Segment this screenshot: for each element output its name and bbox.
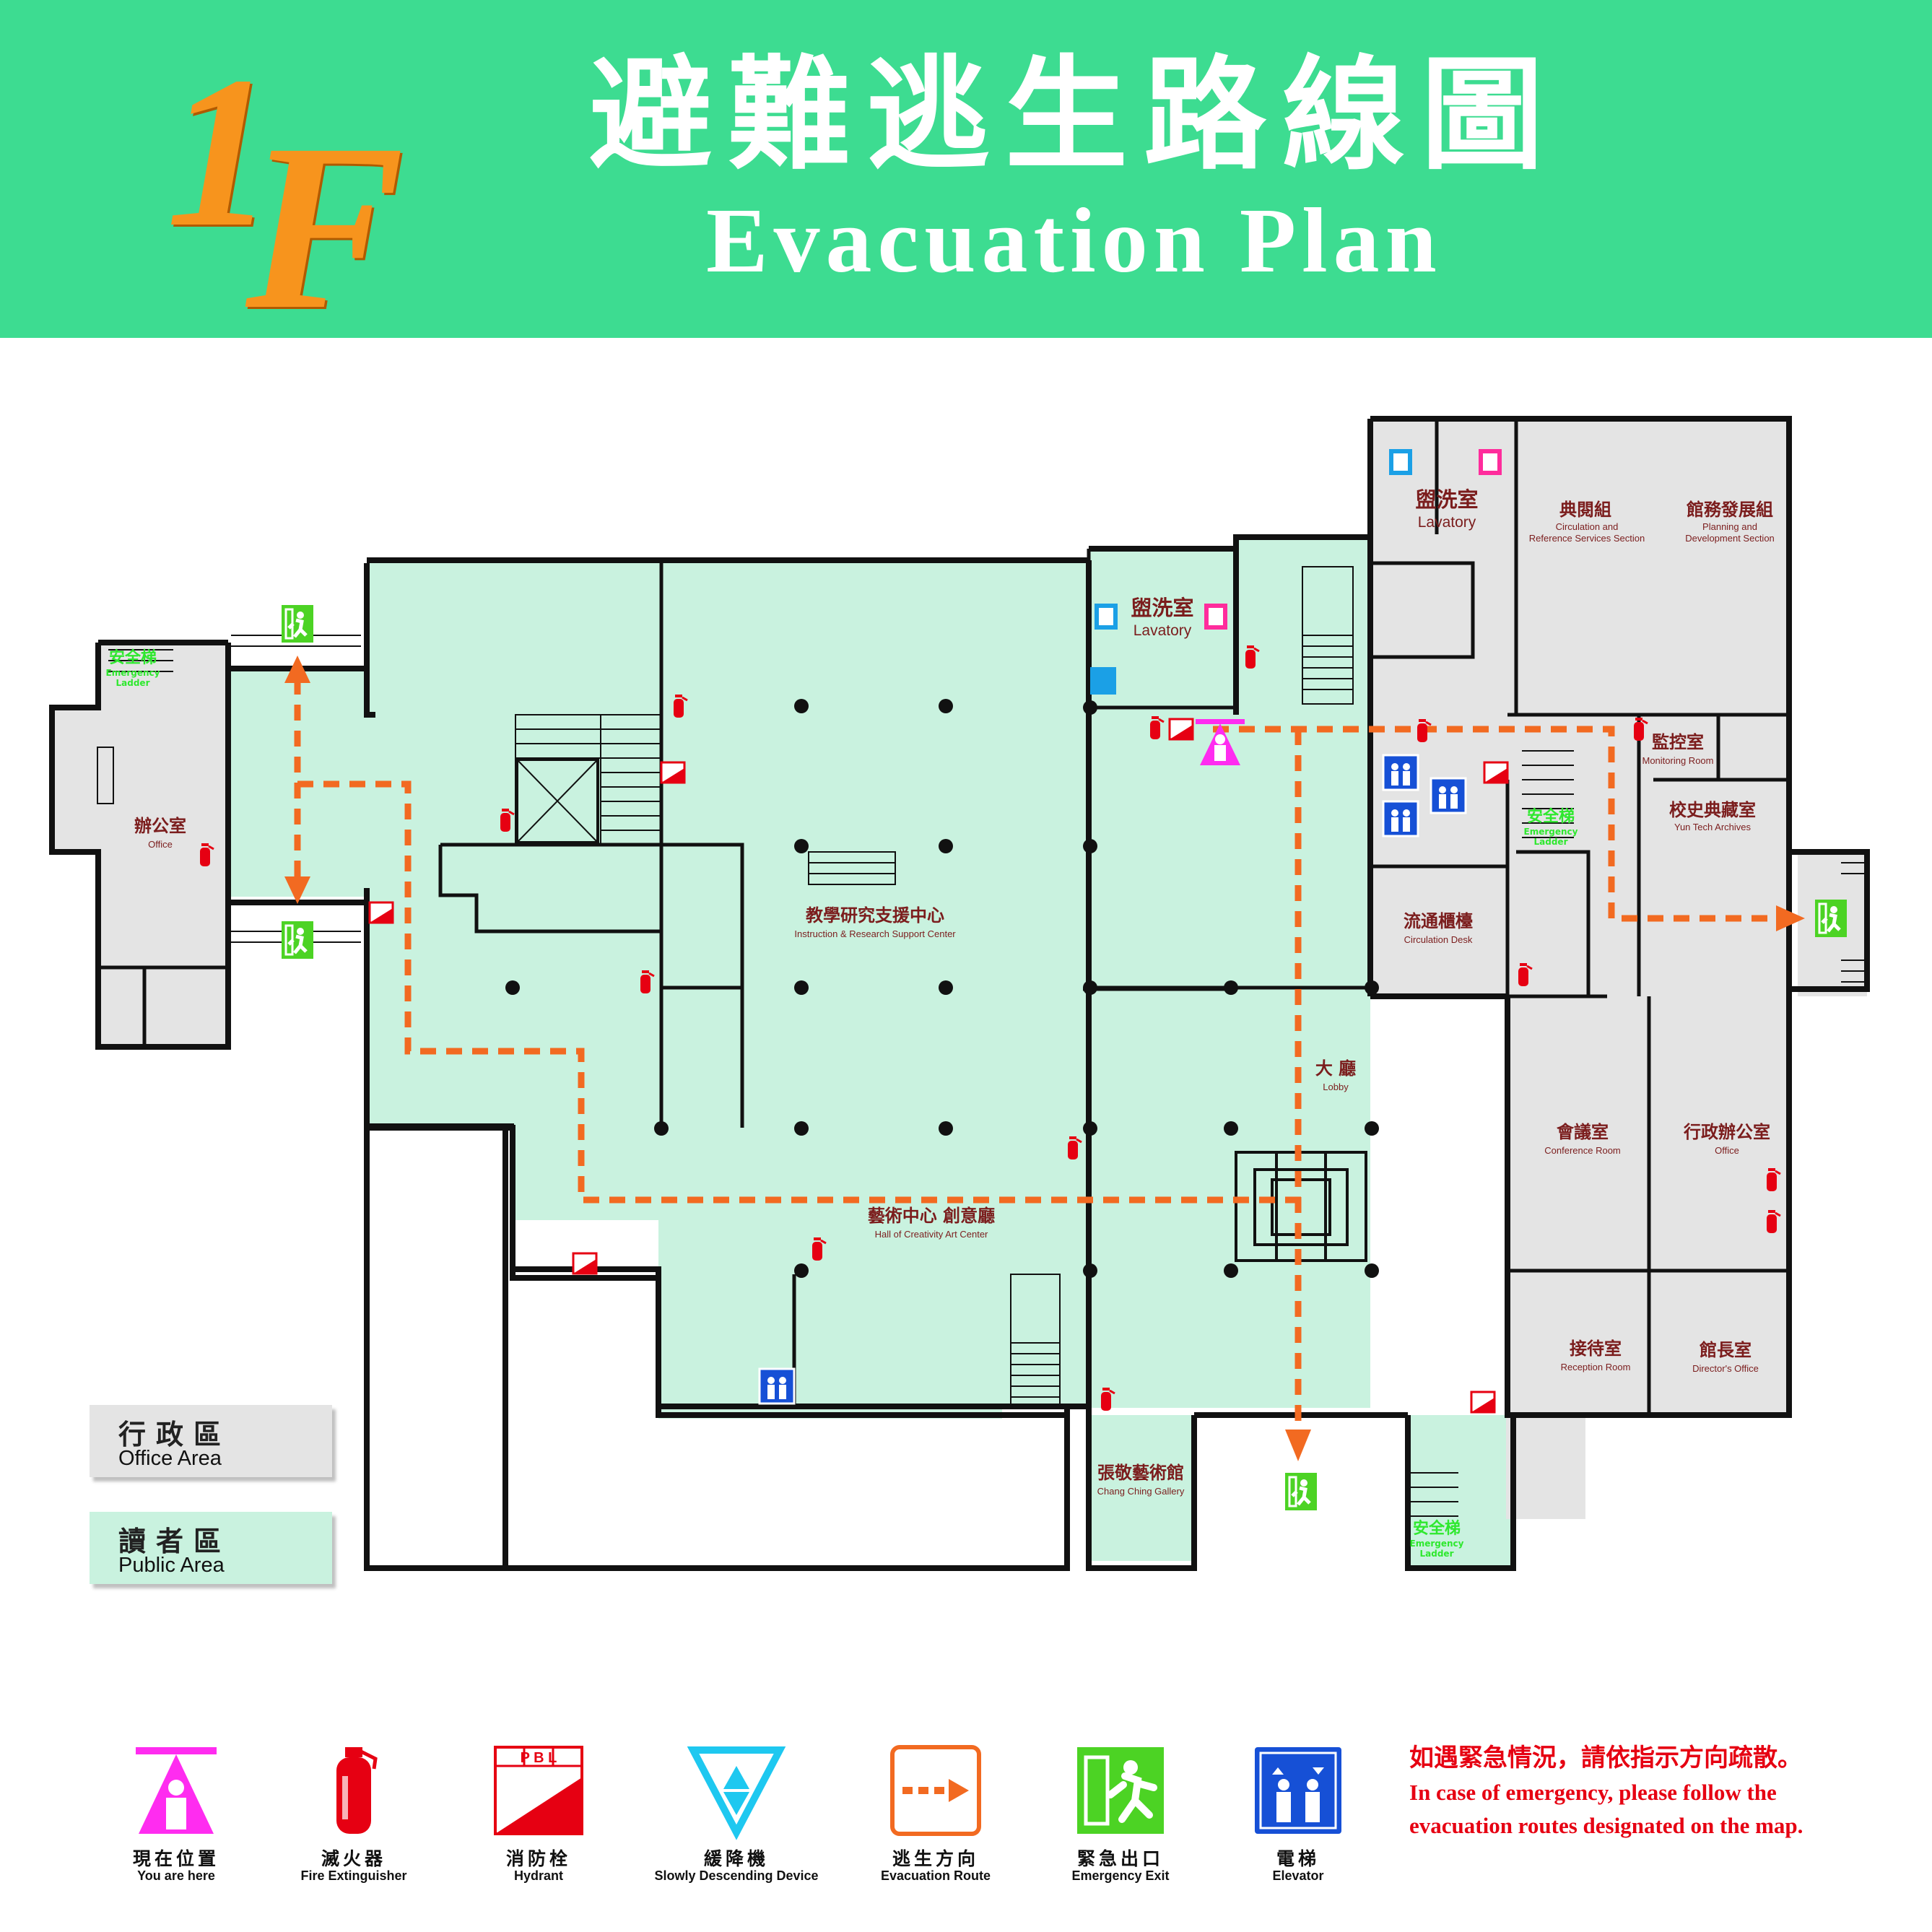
legend-label-en: Fire Extinguisher	[300, 1868, 407, 1883]
label-archives-zh: 校史典藏室	[1669, 800, 1756, 820]
label-director-zh: 館長室	[1700, 1340, 1752, 1360]
page-title-en: Evacuation Plan	[706, 189, 1443, 292]
legend-label-zh: 緊急出口	[1076, 1848, 1164, 1869]
legend-label-en: You are here	[137, 1868, 215, 1883]
label-office-zh: 辦公室	[134, 816, 186, 836]
area-key-public: 讀者區 Public Area	[90, 1512, 332, 1584]
route-arrows	[284, 656, 1805, 1461]
header-banner: 1 F 避難逃生路線圖 Evacuation Plan	[0, 0, 1932, 347]
label-ladder2-en2: Ladder	[1534, 837, 1568, 847]
legend-label-en: Emergency Exit	[1071, 1868, 1170, 1883]
label-reception-en: Reception Room	[1561, 1362, 1631, 1372]
label-irsc-en: Instruction & Research Support Center	[794, 928, 956, 939]
label-ladder1-en2: Ladder	[116, 678, 150, 688]
label-conference-en: Conference Room	[1544, 1145, 1621, 1156]
label-reception-zh: 接待室	[1570, 1339, 1622, 1359]
label-planning-zh: 館務發展組	[1687, 500, 1773, 520]
legend-label-zh: 滅火器	[321, 1848, 386, 1869]
label-lobby-zh: 大 廳	[1315, 1058, 1356, 1079]
area-key-office-zh: 行政區	[118, 1419, 232, 1450]
legend-label-en: Evacuation Route	[880, 1868, 991, 1883]
evacuation-route-icon	[890, 1745, 981, 1836]
you-are-here-icon	[1196, 719, 1245, 765]
label-archives-en: Yun Tech Archives	[1674, 822, 1751, 832]
page-title-zh: 避難逃生路線圖	[588, 44, 1559, 187]
label-circ-desk-en: Circulation Desk	[1404, 934, 1473, 945]
label-director-en: Director's Office	[1692, 1363, 1759, 1374]
floor-number: 1	[166, 32, 274, 271]
label-gallery-en: Chang Ching Gallery	[1097, 1486, 1185, 1497]
label-irsc-zh: 教學研究支援中心	[806, 905, 944, 926]
area-key-public-zh: 讀者區	[118, 1526, 232, 1557]
emergency-exit-icon	[1077, 1747, 1164, 1834]
label-ladder1-en1: Emergency	[106, 668, 160, 678]
label-lavatory-en: Lavatory	[1418, 514, 1476, 531]
you-are-here-icon	[136, 1747, 217, 1834]
label-circulation-zh: 典閱組	[1559, 500, 1611, 520]
label-circ-desk-zh: 流通櫃檯	[1404, 911, 1473, 931]
emergency-notice: 如遇緊急情況，請依指示方向疏散。 In case of emergency, p…	[1409, 1740, 1915, 1842]
label-lobby-en: Lobby	[1323, 1082, 1349, 1092]
elevator-icon	[1255, 1747, 1341, 1834]
area-key-office-en: Office Area	[118, 1447, 222, 1470]
area-key-public-en: Public Area	[118, 1554, 225, 1577]
label-gallery-zh: 張敬藝術館	[1097, 1463, 1184, 1483]
label-conference-zh: 會議室	[1557, 1122, 1609, 1142]
label-planning-en2: Development Section	[1685, 533, 1775, 544]
floor-letter: F	[245, 95, 405, 359]
label-ladder2-zh: 安全梯	[1527, 807, 1575, 826]
label-admin-office-en: Office	[1715, 1145, 1739, 1156]
notice-en-1: In case of emergency, please follow the	[1409, 1780, 1777, 1805]
restroom-icon	[1090, 449, 1502, 695]
legend-label-zh: 電梯	[1276, 1848, 1320, 1869]
legend-label-zh: 緩降機	[703, 1848, 769, 1869]
walls	[49, 416, 1870, 1571]
label-office-en: Office	[148, 839, 173, 850]
label-admin-office-zh: 行政辦公室	[1683, 1122, 1770, 1142]
notice-zh: 如遇緊急情況，請依指示方向疏散。	[1409, 1744, 1802, 1772]
label-ladder3-en1: Emergency	[1410, 1539, 1464, 1549]
label-ladder3-en2: Ladder	[1420, 1549, 1454, 1559]
label-circulation-en1: Circulation and	[1556, 521, 1619, 532]
label-ladder2-en1: Emergency	[1524, 827, 1578, 837]
area-key-office: 行政區 Office Area	[90, 1405, 332, 1477]
stairs	[97, 566, 1867, 1517]
label-lavatory-zh: 盥洗室	[1415, 487, 1478, 512]
descending-device-icon	[687, 1746, 786, 1840]
label-lavatory2-en: Lavatory	[1133, 622, 1192, 639]
legend-label-zh: 逃生方向	[892, 1848, 979, 1869]
legend-label-en: Elevator	[1272, 1868, 1324, 1883]
label-ladder3-zh: 安全梯	[1413, 1519, 1461, 1538]
legend-label-en: Slowly Descending Device	[654, 1868, 819, 1883]
label-monitoring-en: Monitoring Room	[1642, 755, 1714, 766]
label-hall-en: Hall of Creativity Art Center	[875, 1229, 988, 1240]
hydrant-mark: P B L	[521, 1750, 557, 1766]
room-labels: 盥洗室 Lavatory 盥洗室 Lavatory 典閱組 Circulatio…	[106, 487, 1775, 1559]
legend-label-zh: 現在位置	[132, 1848, 219, 1869]
label-circulation-en2: Reference Services Section	[1529, 533, 1645, 544]
legend-label-en: Hydrant	[513, 1868, 563, 1883]
label-ladder1-zh: 安全梯	[109, 648, 157, 667]
label-monitoring-zh: 監控室	[1652, 732, 1704, 752]
label-planning-en1: Planning and	[1702, 521, 1757, 532]
label-hall-zh: 藝術中心 創意廳	[868, 1206, 995, 1226]
fire-extinguisher-icon	[336, 1747, 378, 1834]
legend-label-zh: 消防栓	[505, 1848, 571, 1869]
evacuation-route	[294, 679, 1783, 1430]
columns	[505, 699, 1379, 1278]
notice-en-2: evacuation routes designated on the map.	[1409, 1813, 1803, 1838]
label-lavatory2-zh: 盥洗室	[1131, 596, 1193, 620]
hydrant-icon: P B L	[494, 1746, 583, 1835]
